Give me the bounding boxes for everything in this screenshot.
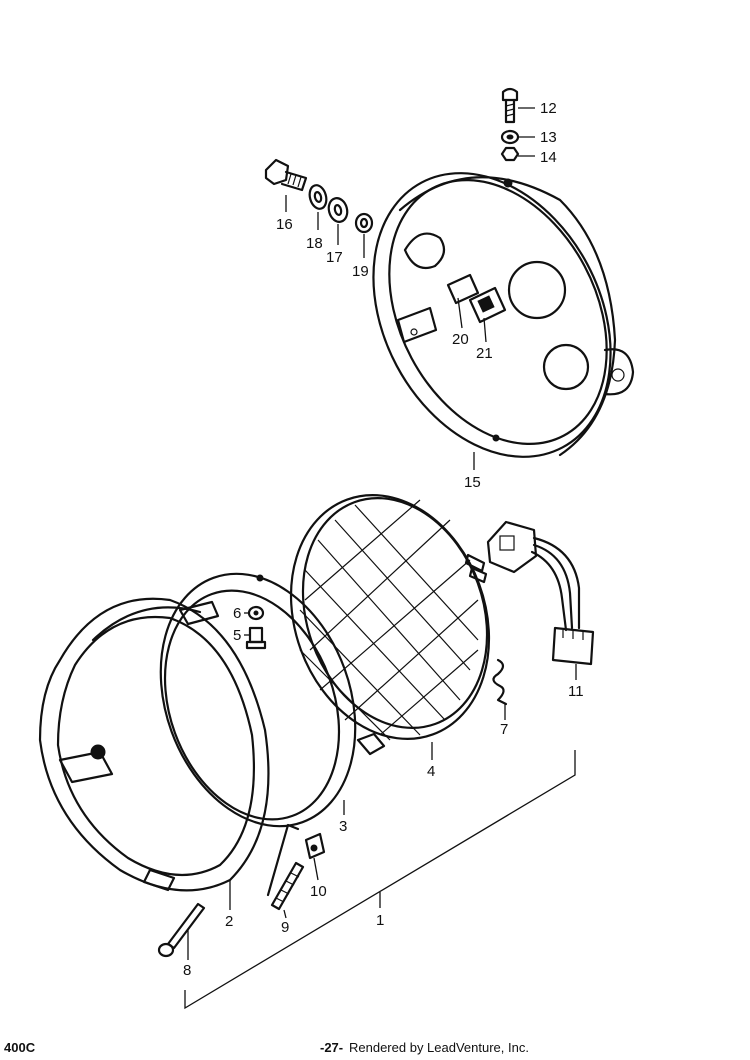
part-labels: 12 13 14 16 18 17 19 20 21 15 6 5 11 7 4… bbox=[183, 100, 584, 979]
sealed-beam-unit bbox=[289, 494, 491, 741]
label-20: 20 bbox=[452, 331, 469, 348]
label-8: 8 bbox=[183, 962, 191, 979]
label-16: 16 bbox=[276, 216, 293, 233]
adjusting-screw-9 bbox=[270, 861, 305, 911]
label-15: 15 bbox=[464, 474, 481, 491]
label-3: 3 bbox=[339, 818, 347, 835]
label-10: 10 bbox=[310, 883, 327, 900]
spring-clip-7 bbox=[492, 658, 508, 706]
label-7: 7 bbox=[500, 721, 508, 738]
label-17: 17 bbox=[326, 249, 343, 266]
outer-rim bbox=[38, 597, 300, 897]
leader-lines bbox=[184, 107, 577, 1010]
label-18: 18 bbox=[306, 235, 323, 252]
label-14: 14 bbox=[540, 149, 557, 166]
label-11: 11 bbox=[568, 683, 584, 700]
socket-wiring-11 bbox=[486, 520, 595, 666]
washer-18 bbox=[308, 184, 328, 210]
washer-13 bbox=[500, 129, 520, 145]
label-21: 21 bbox=[476, 345, 493, 362]
label-4: 4 bbox=[427, 763, 435, 780]
page-number: -27- bbox=[320, 1040, 344, 1055]
label-13: 13 bbox=[540, 129, 557, 146]
label-6: 6 bbox=[233, 605, 241, 622]
label-9: 9 bbox=[281, 919, 289, 936]
screw-5 bbox=[245, 626, 267, 650]
label-2: 2 bbox=[225, 913, 233, 930]
model-code: 400C bbox=[4, 1040, 36, 1055]
label-19: 19 bbox=[352, 263, 369, 280]
label-5: 5 bbox=[233, 627, 241, 644]
housing-bolt-12 bbox=[501, 87, 519, 124]
headlight-housing bbox=[372, 172, 635, 458]
bolt-16 bbox=[264, 158, 308, 192]
nut-10 bbox=[304, 832, 326, 860]
screw-8 bbox=[157, 902, 206, 958]
washer-17 bbox=[327, 197, 349, 223]
label-1: 1 bbox=[376, 912, 384, 929]
label-12: 12 bbox=[540, 100, 557, 117]
nut-14 bbox=[500, 146, 520, 162]
washer-6 bbox=[247, 605, 265, 621]
inner-mounting-ring bbox=[159, 572, 386, 828]
nut-19 bbox=[354, 212, 374, 234]
render-credit: Rendered by LeadVenture, Inc. bbox=[349, 1040, 529, 1055]
housing-connector bbox=[468, 286, 507, 324]
